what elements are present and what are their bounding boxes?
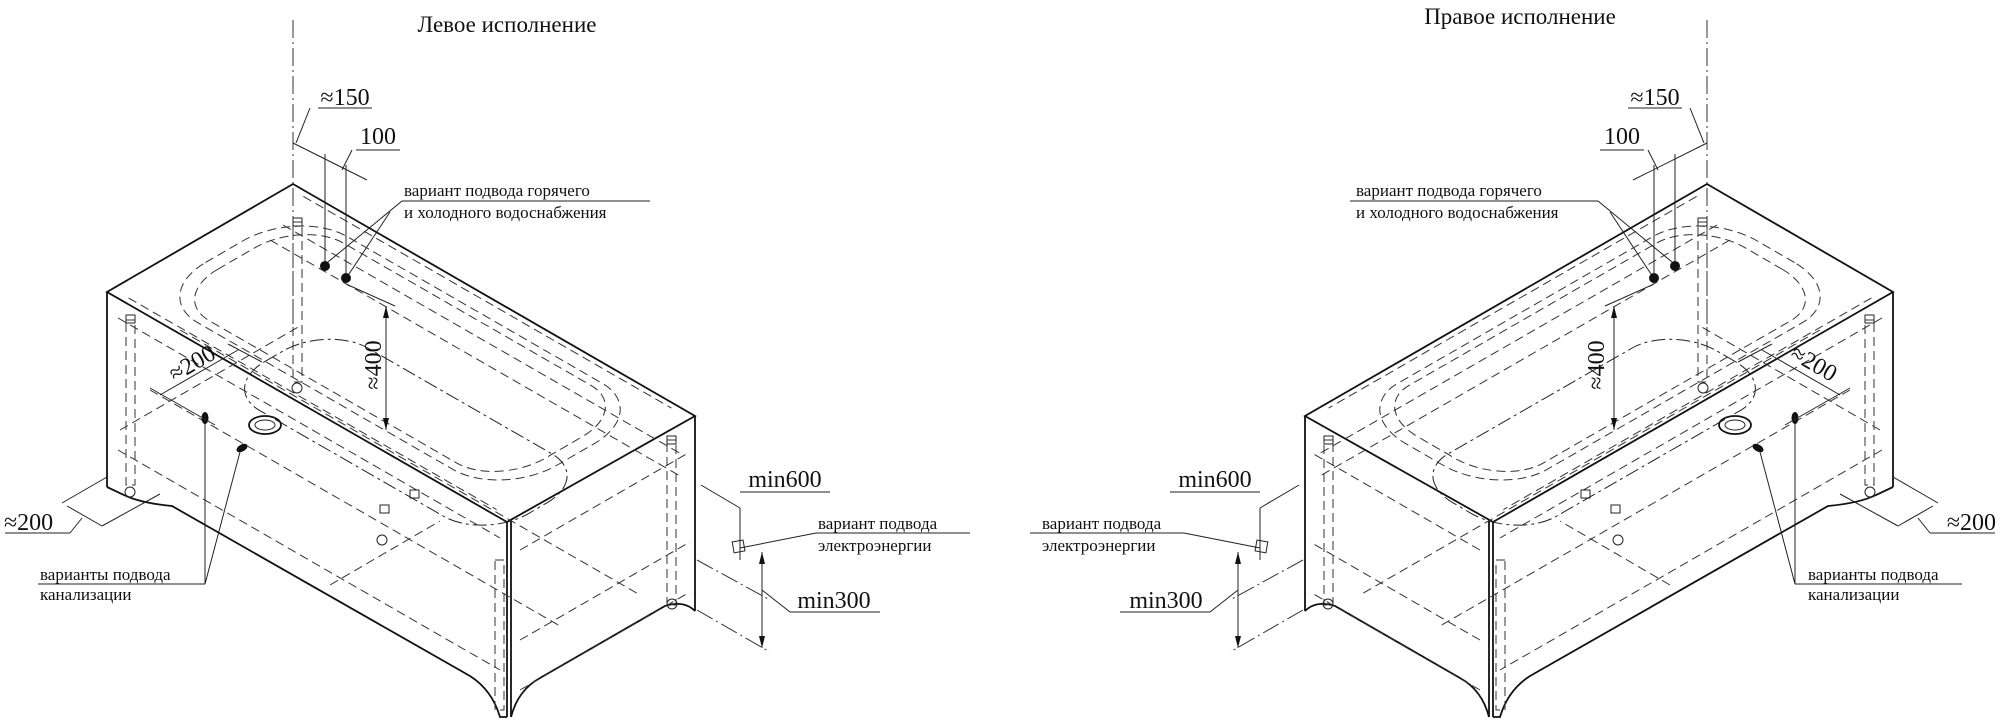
right-power-label-2: электроэнергии bbox=[1042, 536, 1156, 555]
right-power-label-1: вариант подвода bbox=[1042, 514, 1162, 533]
right-title: Правое исполнение bbox=[1424, 4, 1616, 29]
left-view-labels: Левое исполнение ≈150 100 вариант подвод… bbox=[4, 12, 938, 614]
left-min300: min300 bbox=[797, 588, 870, 614]
right-min300: min300 bbox=[1129, 588, 1202, 614]
left-dim-200-inner: ≈200 bbox=[165, 340, 221, 387]
left-drain-label-2: канализации bbox=[40, 585, 131, 604]
right-water-label-2: и холодного водоснабжения bbox=[1356, 203, 1559, 222]
left-water-label-2: и холодного водоснабжения bbox=[404, 203, 607, 222]
left-power-label-1: вариант подвода bbox=[818, 514, 938, 533]
right-dim-200-outer: ≈200 bbox=[1947, 510, 1996, 536]
left-power-label-2: электроэнергии bbox=[818, 536, 932, 555]
left-dim-200-outer: ≈200 bbox=[4, 510, 53, 536]
right-water-label-1: вариант подвода горячего bbox=[1356, 181, 1542, 200]
right-drain-label-1: варианты подвода bbox=[1808, 565, 1939, 584]
left-drain-label-1: варианты подвода bbox=[40, 565, 171, 584]
right-dim-400: ≈400 bbox=[1584, 340, 1610, 389]
left-water-label-1: вариант подвода горячего bbox=[404, 181, 590, 200]
right-drain-label-2: канализации bbox=[1808, 585, 1899, 604]
right-min600: min600 bbox=[1178, 467, 1251, 493]
right-dim-150: ≈150 bbox=[1630, 85, 1679, 111]
left-dim-400: ≈400 bbox=[361, 340, 387, 389]
left-dim-100: 100 bbox=[360, 124, 396, 150]
right-view-labels: Правое исполнение ≈150 100 вариант подво… bbox=[1042, 4, 1996, 614]
left-dim-150: ≈150 bbox=[320, 85, 369, 111]
left-title: Левое исполнение bbox=[418, 12, 597, 37]
right-dim-100: 100 bbox=[1604, 124, 1640, 150]
left-min600: min600 bbox=[748, 467, 821, 493]
